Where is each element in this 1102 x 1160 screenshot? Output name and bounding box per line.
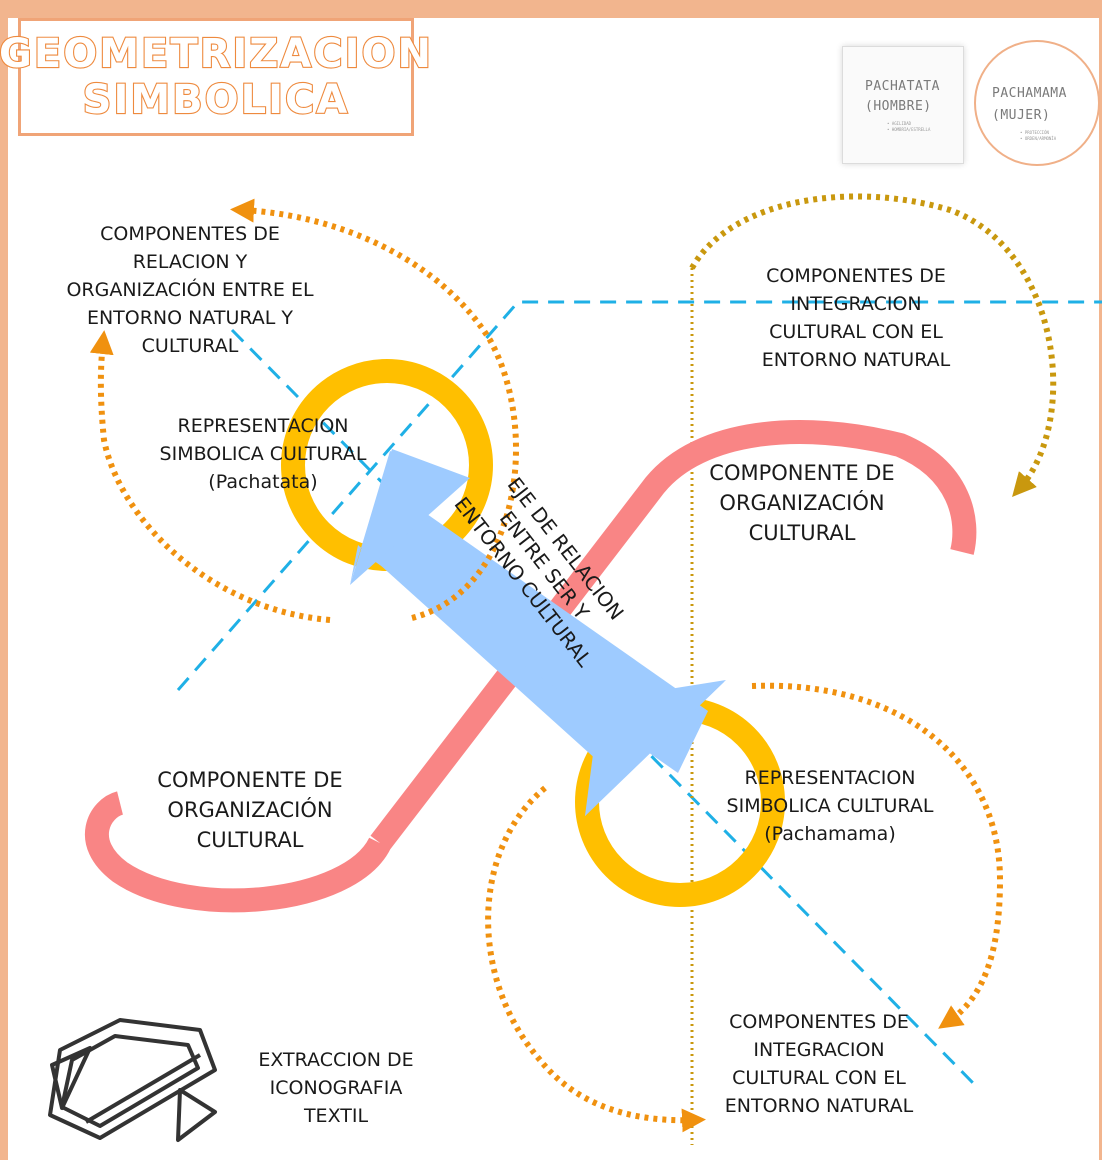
label-line: CULTURAL CON EL xyxy=(769,321,943,343)
label-organization-right: COMPONENTE DE ORGANIZACIÓN CULTURAL xyxy=(672,458,932,548)
label-line: SIMBOLICA CULTURAL xyxy=(726,795,934,817)
label-line: EXTRACCION DE xyxy=(258,1049,414,1071)
label-line: REPRESENTACION xyxy=(177,415,349,437)
label-pachamama-representation: REPRESENTACION SIMBOLICA CULTURAL (Pacha… xyxy=(690,764,970,848)
label-pachatata-representation: REPRESENTACION SIMBOLICA CULTURAL (Pacha… xyxy=(128,412,398,496)
pachatata-thumbnail: PACHATATA (HOMBRE) • AGILIDAD • HOMBRIA/… xyxy=(842,46,964,164)
frame-left-border xyxy=(0,0,8,1160)
pachamama-thumb-subtitle: (MUJER) xyxy=(992,108,1051,123)
label-line: TEXTIL xyxy=(303,1105,369,1127)
label-line: ENTORNO NATURAL xyxy=(724,1095,914,1117)
pachatata-thumb-note-2: • HOMBRIA/ESTRELLA xyxy=(887,127,931,132)
label-line: REPRESENTACION xyxy=(744,767,916,789)
label-line: INTEGRACION xyxy=(753,1039,885,1061)
label-line: ORGANIZACIÓN xyxy=(719,491,885,515)
organization-s-curve xyxy=(85,420,977,913)
label-line: CULTURAL xyxy=(748,521,856,545)
pachatata-thumb-title: PACHATATA xyxy=(865,79,940,94)
label-line: ENTORNO NATURAL xyxy=(761,349,951,371)
label-line: ORGANIZACIÓN xyxy=(167,798,333,822)
label-line: CULTURAL xyxy=(141,335,239,357)
label-line: CULTURAL xyxy=(196,828,304,852)
frame-right-border xyxy=(1099,0,1102,1160)
label-line: RELACION Y xyxy=(132,251,248,273)
pachatata-thumb-note-1: • AGILIDAD xyxy=(887,121,912,126)
label-relation-organization-components: COMPONENTES DE RELACION Y ORGANIZACIÓN E… xyxy=(30,220,350,360)
title-line-1: GEOMETRIZACION xyxy=(0,30,433,78)
textile-iconography-icon xyxy=(48,1018,217,1142)
relation-axis-arrowhead-top xyxy=(350,449,470,585)
label-integration-components-bottom: COMPONENTES DE INTEGRACION CULTURAL CON … xyxy=(682,1008,956,1120)
frame-top-border xyxy=(0,0,1102,18)
label-line: CULTURAL CON EL xyxy=(732,1067,906,1089)
dashed-line-upper xyxy=(176,300,1102,691)
label-organization-left: COMPONENTE DE ORGANIZACIÓN CULTURAL xyxy=(118,765,382,855)
label-line: COMPONENTES DE xyxy=(729,1011,909,1033)
label-line: COMPONENTES DE xyxy=(100,223,280,245)
label-line: COMPONENTE DE xyxy=(709,461,895,485)
pachamama-thumb-note-1: • PROTECCIÓN xyxy=(1020,130,1049,135)
relation-axis-arrowhead-bottom xyxy=(585,680,726,816)
label-line: ORGANIZACIÓN ENTRE EL xyxy=(66,279,314,301)
label-line: SIMBOLICA CULTURAL xyxy=(159,443,367,465)
pachatata-thumb-subtitle: (HOMBRE) xyxy=(865,99,932,114)
label-integration-components-top: COMPONENTES DE INTEGRACION CULTURAL CON … xyxy=(716,262,996,374)
pachamama-thumb-note-2: • ORDEN/ARMONÍA xyxy=(1020,136,1057,141)
label-line: COMPONENTES DE xyxy=(766,265,946,287)
dotted-arc-top-right xyxy=(689,193,1057,498)
pachamama-thumbnail: PACHAMAMA (MUJER) • PROTECCIÓN • ORDEN/A… xyxy=(974,40,1100,166)
label-textile-iconography: EXTRACCION DE ICONOGRAFIA TEXTIL xyxy=(226,1046,446,1130)
label-line: (Pachamama) xyxy=(764,823,896,845)
label-line: ENTORNO NATURAL Y xyxy=(86,307,294,329)
label-line: ICONOGRAFIA xyxy=(269,1077,403,1099)
label-line: INTEGRACION xyxy=(790,293,922,315)
label-line: COMPONENTE DE xyxy=(157,768,343,792)
dotted-arc-top-left xyxy=(230,198,520,621)
dotted-arc-left xyxy=(89,330,331,623)
dotted-arc-bottom-right xyxy=(751,682,1004,1029)
title-box: GEOMETRIZACION SIMBOLICA xyxy=(0,18,432,136)
pachamama-thumb-title: PACHAMAMA xyxy=(992,86,1067,101)
title-line-2: SIMBOLICA xyxy=(82,76,350,124)
label-line: (Pachatata) xyxy=(208,471,318,493)
